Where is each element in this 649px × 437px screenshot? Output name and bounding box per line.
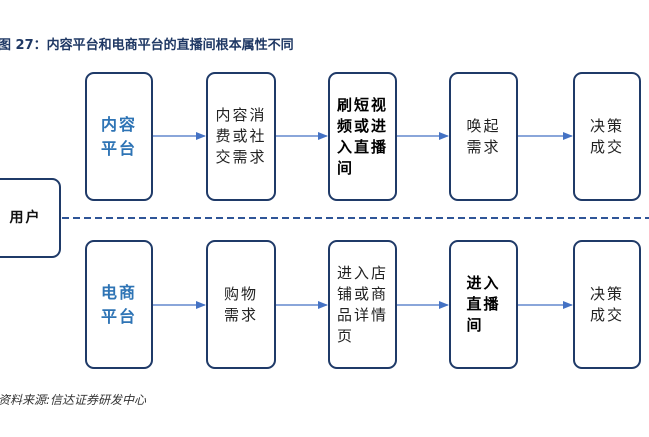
node-content-consumption-need-label: 内容消 费或社 交需求	[215, 106, 267, 166]
figure-title: 图 27：内容平台和电商平台的直播间根本属性不同	[0, 38, 294, 53]
node-enter-live-room: 进入 直播 间	[449, 240, 518, 369]
node-shopping-need-label: 购物 需求	[223, 284, 258, 324]
node-bottom-decision-deal: 决策 成交	[573, 240, 641, 369]
figure-source: 资料来源:信达证券研发中心	[0, 393, 147, 407]
node-store-or-product-page: 进入店 铺或商 品详情 页	[328, 240, 397, 369]
user-node: 用户	[0, 178, 61, 258]
node-evoke-demand-label: 唤起 需求	[466, 116, 501, 156]
node-top-decision-deal: 决策 成交	[573, 72, 641, 201]
node-shopping-need: 购物 需求	[206, 240, 276, 369]
node-short-video-or-live-label: 刷短视 频或进 入直播 间	[336, 95, 388, 177]
user-node-label: 用户	[9, 209, 42, 226]
node-store-or-product-page-label: 进入店 铺或商 品详情 页	[336, 263, 388, 345]
node-enter-live-room-label: 进入 直播 间	[466, 274, 501, 334]
node-evoke-demand: 唤起 需求	[449, 72, 518, 201]
node-ecommerce-platform-label: 电商 平台	[100, 282, 137, 326]
node-content-platform: 内容 平台	[85, 72, 153, 201]
node-bottom-decision-deal-label: 决策 成交	[589, 284, 624, 324]
node-ecommerce-platform: 电商 平台	[85, 240, 153, 369]
node-content-consumption-need: 内容消 费或社 交需求	[206, 72, 276, 201]
node-content-platform-label: 内容 平台	[100, 114, 137, 158]
node-top-decision-deal-label: 决策 成交	[589, 116, 624, 156]
node-short-video-or-live: 刷短视 频或进 入直播 间	[328, 72, 397, 201]
